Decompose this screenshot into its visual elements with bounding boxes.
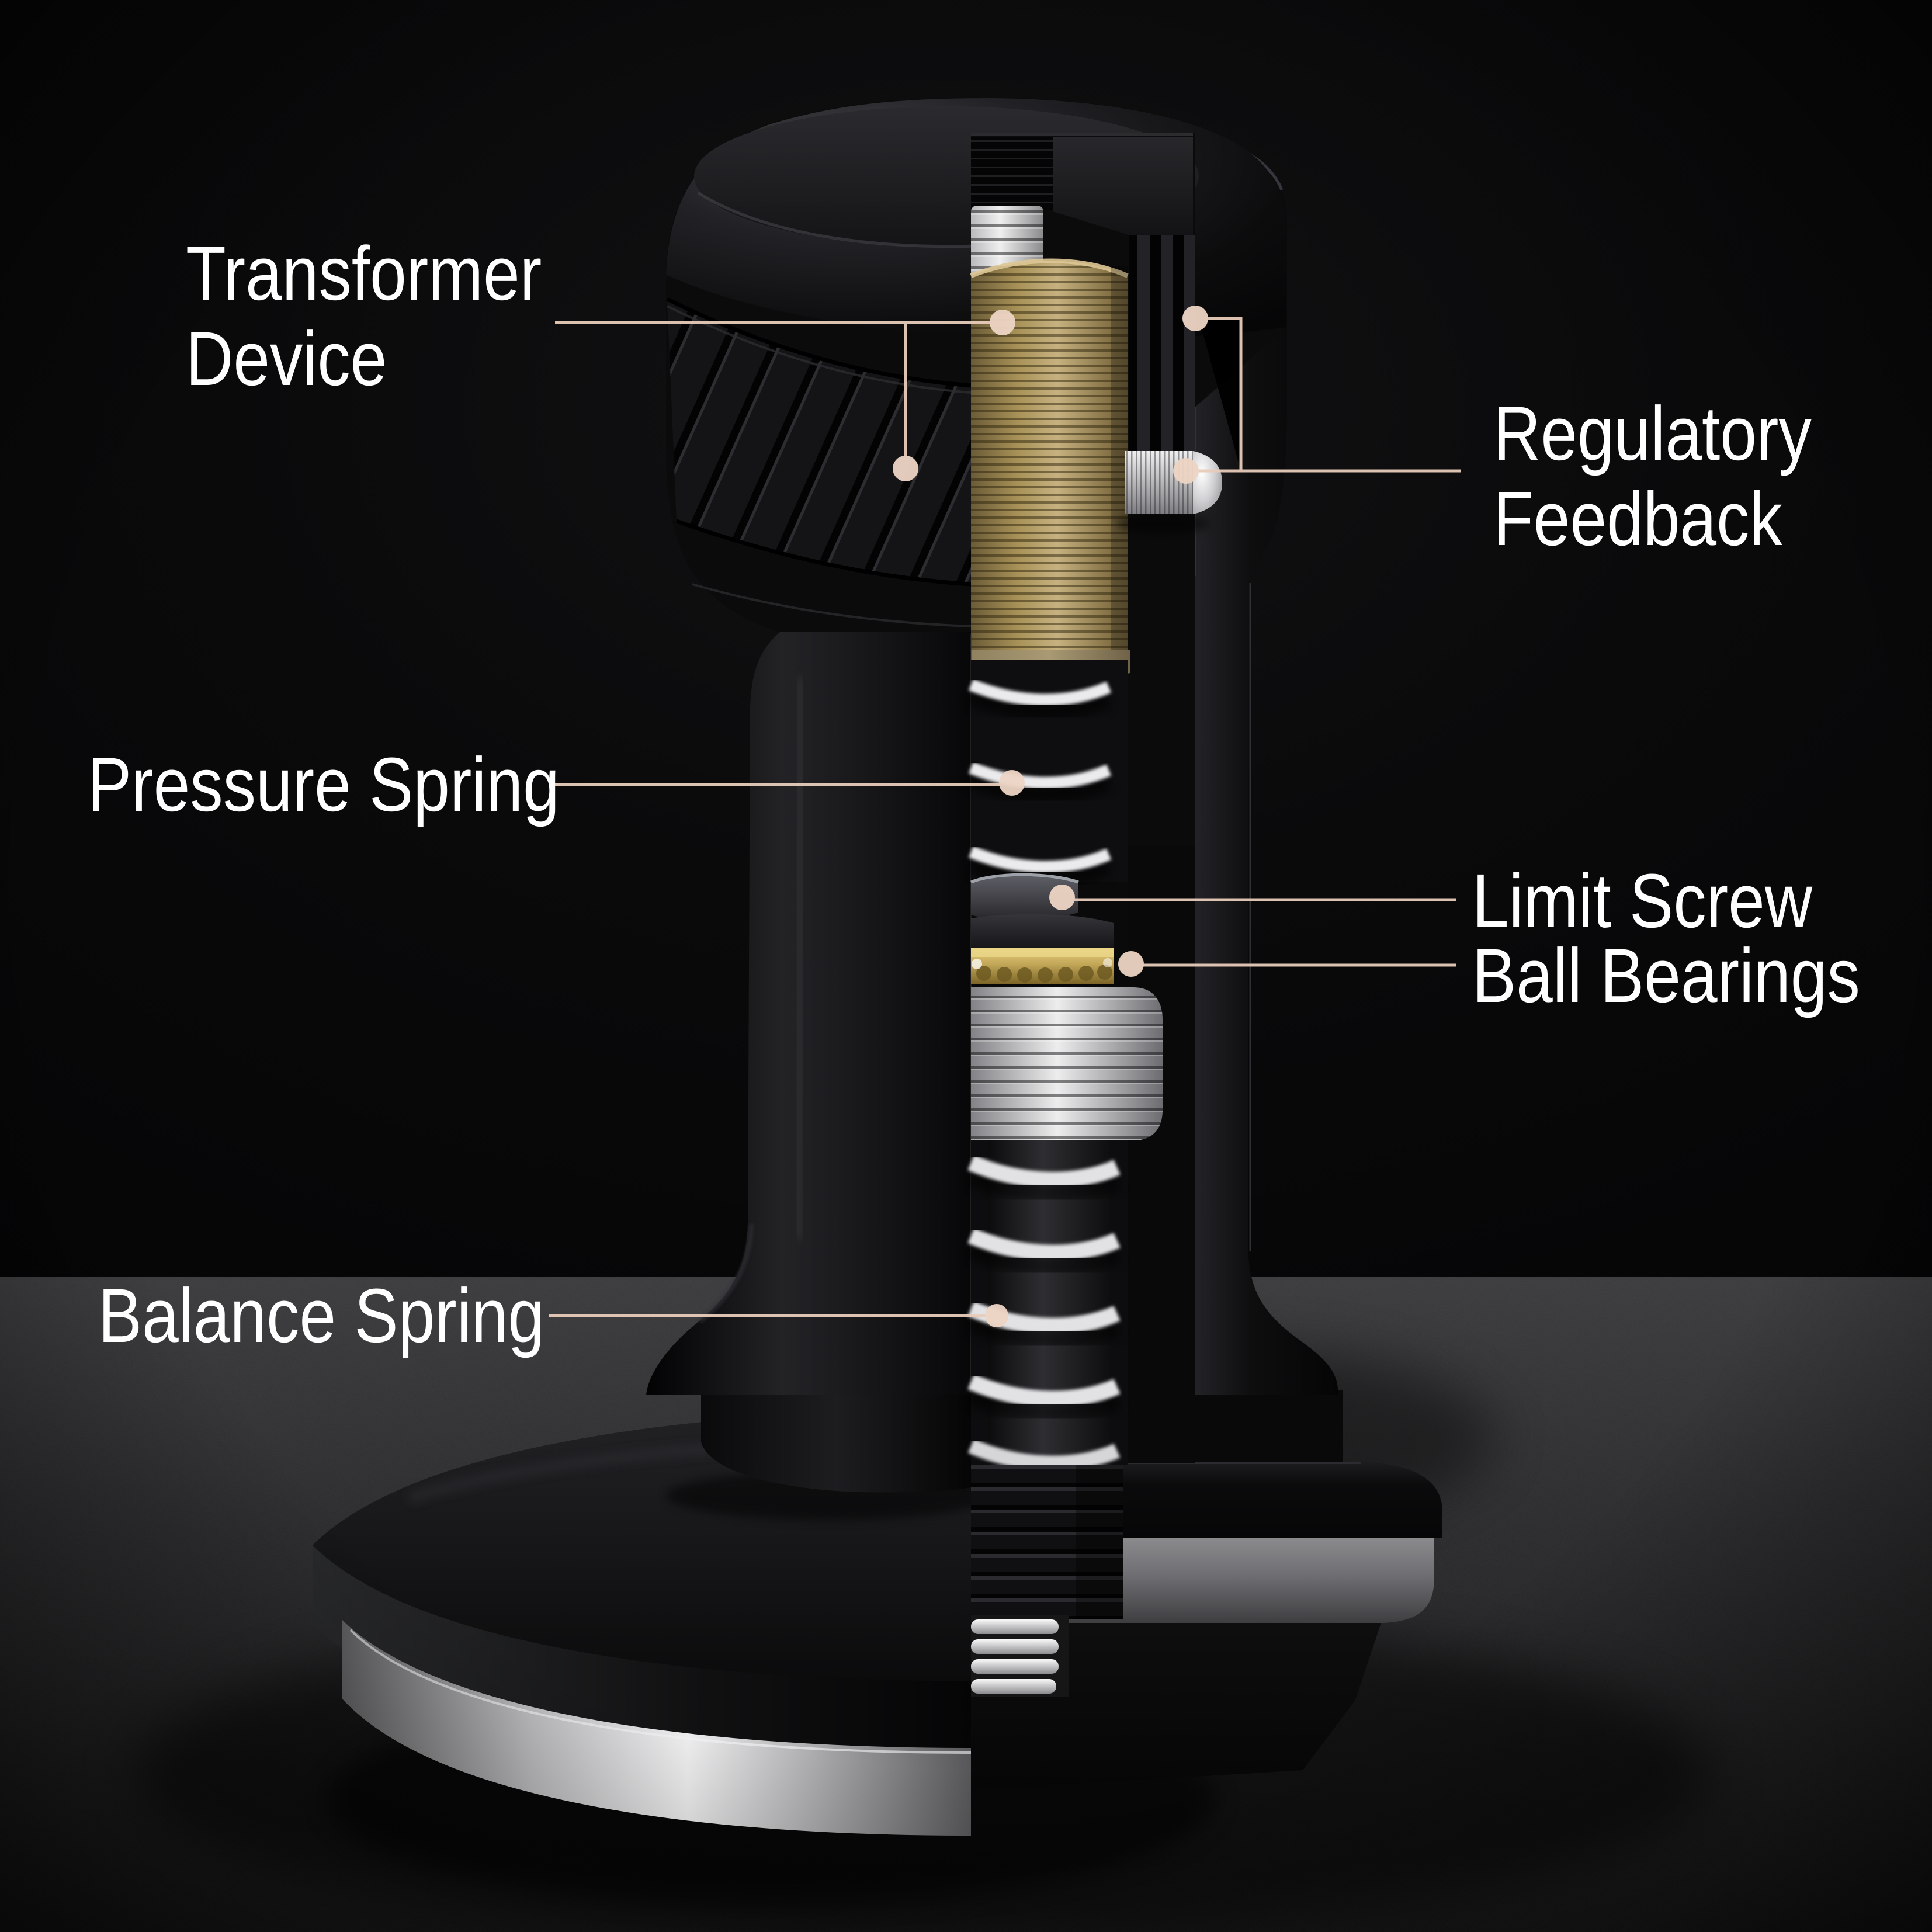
label-transformer-line1: Transformer	[186, 230, 542, 316]
label-limit-screw-ball-bearings: Limit Screw Ball Bearings	[1472, 858, 1860, 1018]
leader-limit-screw	[1049, 885, 1456, 910]
label-bearings-text: Ball Bearings	[1472, 932, 1860, 1018]
leader-regulatory-feedback	[1173, 306, 1461, 484]
label-regulatory-feedback: Regulatory Feedback	[1493, 391, 1812, 561]
leader-dot-regulatory-pin	[1173, 458, 1199, 484]
label-pressure-spring: Pressure Spring	[88, 742, 560, 827]
leader-dot-regulatory-slots	[1182, 306, 1208, 331]
label-balance-spring: Balance Spring	[98, 1273, 544, 1358]
leader-dot-transformer-knurl	[893, 456, 918, 481]
leader-dot-bearings	[1118, 951, 1144, 977]
leader-dot-transformer-coil	[990, 310, 1015, 335]
leader-dot-balance	[985, 1304, 1008, 1327]
label-limit-text: Limit Screw	[1472, 858, 1813, 944]
leader-transformer-device	[555, 310, 1015, 481]
label-regulatory-line1: Regulatory	[1493, 390, 1812, 476]
label-regulatory-line2: Feedback	[1493, 476, 1782, 561]
leader-balance-spring	[549, 1304, 1008, 1327]
leader-dot-pressure	[999, 770, 1025, 796]
label-pressure-text: Pressure Spring	[88, 741, 560, 827]
leader-dot-limit	[1049, 885, 1075, 910]
leader-lines	[549, 306, 1461, 1327]
label-transformer-device: Transformer Device	[186, 231, 542, 401]
label-transformer-line2: Device	[186, 315, 387, 401]
leader-pressure-spring	[554, 770, 1025, 796]
label-balance-text: Balance Spring	[98, 1272, 545, 1358]
leader-ball-bearings	[1118, 951, 1456, 977]
leader-line-regulatory-branch	[1199, 317, 1243, 471]
